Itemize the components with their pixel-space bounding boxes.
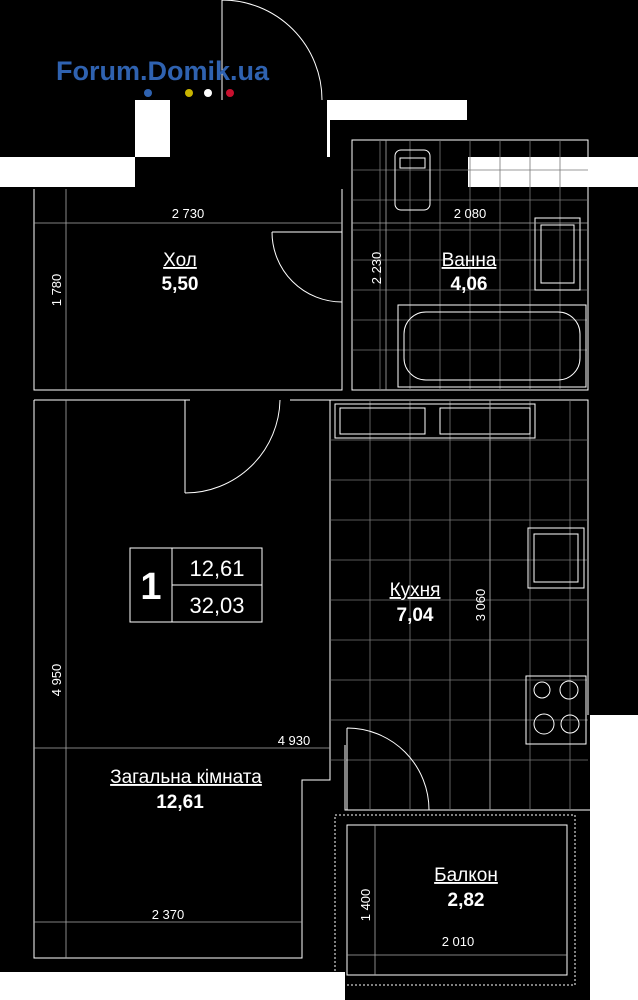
kitchen-tiles — [330, 400, 588, 810]
dimension-lines — [34, 140, 588, 975]
logo-text: Forum.Domik.ua — [56, 56, 270, 86]
dim-hall-width: 2 730 — [172, 206, 205, 221]
dim-kitchen-depth: 3 060 — [473, 589, 488, 622]
room-door-icon — [184, 399, 281, 494]
sink-icon — [534, 217, 581, 291]
dim-bath-width: 2 080 — [454, 206, 487, 221]
apartment-badge: 1 12,61 32,03 — [129, 547, 263, 623]
living-room-name: Загальна кімната — [110, 767, 262, 788]
balcony-name: Балкон — [434, 865, 498, 886]
toilet-icon — [394, 149, 431, 211]
dim-bath-depth: 2 230 — [369, 252, 384, 285]
dim-balcony-width: 2 010 — [442, 934, 475, 949]
living-area-value: 12,61 — [189, 556, 244, 581]
dim-living-width: 2 370 — [152, 907, 185, 922]
kitchen-fixtures — [334, 403, 587, 745]
entrance-door-icon — [221, 0, 323, 101]
dim-hall-depth: 1 780 — [49, 274, 64, 307]
total-area-value: 32,03 — [189, 593, 244, 618]
hall-area: 5,50 — [162, 274, 199, 295]
rooms-count: 1 — [140, 566, 161, 608]
bathroom-tiles — [352, 140, 588, 390]
dim-balcony-depth: 1 400 — [358, 889, 373, 922]
dim-living-depth: 4 950 — [49, 664, 64, 697]
living-room-area: 12,61 — [156, 792, 204, 813]
kitchen-name: Кухня — [390, 580, 441, 601]
bathtub-icon — [397, 304, 587, 388]
bathroom-name: Ванна — [442, 250, 497, 271]
doors — [184, 0, 430, 811]
exterior-walls — [0, 100, 638, 1000]
dim-total-width: 4 930 — [278, 733, 311, 748]
stove-icon — [525, 675, 587, 745]
balcony-door-icon — [346, 727, 430, 811]
kitchen-area: 7,04 — [397, 605, 434, 626]
balcony-area: 2,82 — [448, 890, 485, 911]
hall-name: Хол — [163, 250, 197, 271]
room-outlines — [33, 139, 590, 986]
bathroom-area: 4,06 — [451, 274, 488, 295]
logo-dots — [144, 89, 234, 97]
bath-door-icon — [271, 231, 343, 303]
kitchen-sink-icon — [527, 527, 585, 589]
bathroom-fixtures — [394, 149, 587, 388]
